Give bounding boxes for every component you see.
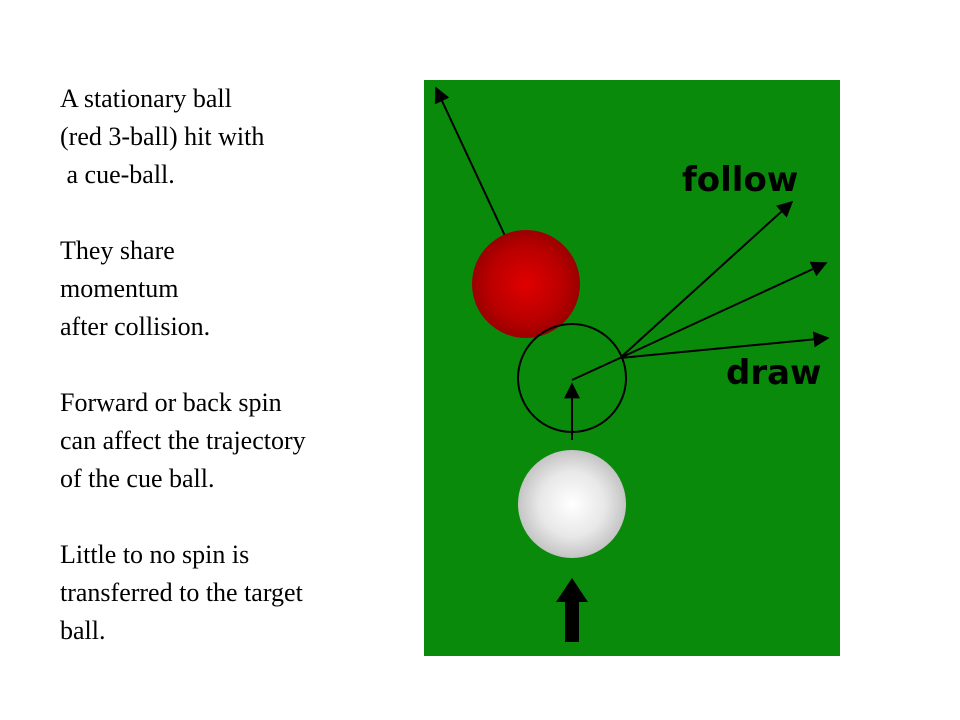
text-line: momentum: [60, 274, 179, 303]
object-ball-red: [472, 230, 580, 338]
text-line: can affect the trajectory: [60, 426, 306, 455]
text-line: ball.: [60, 616, 106, 645]
diagram-svg: follow draw: [424, 80, 840, 656]
text-line: Little to no spin is: [60, 540, 250, 569]
shot-direction-arrow: [556, 578, 588, 642]
draw-path-arrow: [619, 331, 830, 359]
text-line: of the cue ball.: [60, 464, 215, 493]
label-draw: draw: [726, 353, 821, 393]
paragraph-4: Little to no spin is transferred to the …: [60, 536, 390, 650]
text-line: after collision.: [60, 312, 211, 341]
text-line: Forward or back spin: [60, 388, 282, 417]
label-follow: follow: [682, 160, 798, 200]
paragraph-3: Forward or back spin can affect the traj…: [60, 384, 390, 498]
billiards-diagram: follow draw: [424, 80, 840, 656]
stun-path-arrow: [619, 261, 828, 359]
explanation-text: A stationary ball (red 3-ball) hit with …: [60, 80, 390, 650]
text-line: a cue-ball.: [60, 160, 175, 189]
cue-deflection-line: [571, 357, 621, 381]
follow-path-arrow: [619, 200, 794, 359]
cue-ball-white: [518, 450, 626, 558]
paragraph-2: They share momentum after collision.: [60, 232, 390, 346]
paragraph-1: A stationary ball (red 3-ball) hit with …: [60, 80, 390, 194]
object-ball-path-arrow: [434, 86, 507, 239]
text-line: transferred to the target: [60, 578, 303, 607]
text-line: (red 3-ball) hit with: [60, 122, 265, 151]
pool-table: [424, 80, 840, 656]
text-line: They share: [60, 236, 175, 265]
text-line: A stationary ball: [60, 84, 232, 113]
